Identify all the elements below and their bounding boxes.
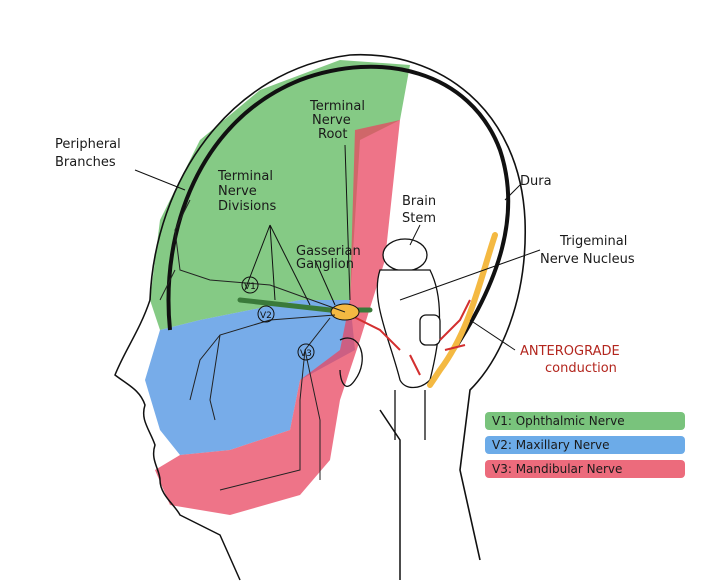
head-outline — [149, 53, 526, 561]
label-div-1: Terminal — [217, 169, 273, 184]
label-gasserian-2: Ganglion — [296, 257, 354, 272]
label-peripheral-2: Branches — [55, 155, 116, 170]
v3-marker: V3 — [300, 349, 312, 359]
trigeminal-nucleus — [427, 232, 498, 388]
label-root-2: Nerve — [312, 113, 351, 128]
dura-outline — [166, 64, 511, 372]
leader-lines — [134, 144, 541, 351]
legend-swatch-v3 — [485, 460, 685, 478]
label-brain-2: Stem — [402, 211, 436, 226]
conduction-lines — [349, 299, 471, 376]
label-root-3: Root — [318, 127, 347, 142]
legend-v3: V3: Mandibular Nerve — [492, 462, 622, 476]
legend-swatch-v1 — [485, 412, 685, 430]
legend-v2: V2: Maxillary Nerve — [492, 438, 610, 452]
v1-marker: V1 — [244, 282, 256, 292]
label-gasserian-1: Gasserian — [296, 244, 361, 259]
label-brain-1: Brain — [402, 194, 436, 209]
label-dura: Dura — [520, 174, 552, 189]
ear — [339, 337, 363, 387]
v2-marker: V2 — [260, 311, 272, 321]
label-div-3: Divisions — [218, 199, 277, 214]
face-profile — [114, 299, 241, 581]
neck-outline — [379, 409, 401, 580]
peripheral-branches — [159, 199, 346, 491]
maxillary-zone — [145, 300, 355, 455]
label-div-2: Nerve — [218, 184, 257, 199]
label-trigeminal-2: Nerve Nucleus — [540, 252, 635, 267]
brain-stem — [376, 238, 441, 440]
label-root-1: Terminal — [309, 99, 365, 114]
legend-v1: V1: Ophthalmic Nerve — [492, 414, 625, 428]
legend-swatch-v2 — [485, 436, 685, 454]
label-peripheral-1: Peripheral — [55, 137, 121, 152]
legend: V1: Ophthalmic Nerve V2: Maxillary Nerve… — [485, 412, 685, 478]
label-anterograde-1: ANTEROGRADE — [520, 344, 620, 359]
label-anterograde-2: conduction — [545, 361, 617, 376]
label-trigeminal-1: Trigeminal — [559, 234, 627, 249]
